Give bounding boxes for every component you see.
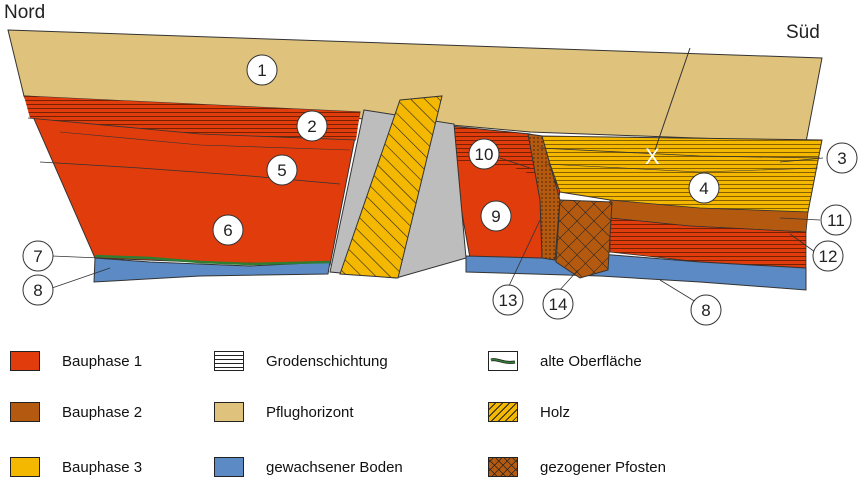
callout-number: 5 xyxy=(277,161,286,180)
legend-swatch-bauphase-3 xyxy=(10,457,40,477)
direction-south-label: Süd xyxy=(786,22,820,43)
callout-14: 14 xyxy=(542,288,574,320)
alte-oberflaeche-line xyxy=(94,254,331,266)
callout-number: 11 xyxy=(827,211,845,230)
legend-item-bauphase-2: Bauphase 2 xyxy=(10,401,142,423)
callout-13: 13 xyxy=(492,284,524,316)
legend-swatch-bauphase-2 xyxy=(10,402,40,422)
legend-swatch-holz xyxy=(488,402,518,422)
post-holz xyxy=(339,95,443,279)
legend-item-holz: Holz xyxy=(488,401,570,423)
legend-label: Pflughorizont xyxy=(266,403,354,421)
legend-item-alte-oberflaeche: alte Oberfläche xyxy=(488,350,642,372)
legend-item-pflughorizont: Pflughorizont xyxy=(214,401,354,423)
green-line-icon xyxy=(490,358,516,364)
callout-number: 7 xyxy=(33,247,42,266)
legend-label: Holz xyxy=(540,403,571,421)
callout-4: 4 xyxy=(688,172,720,204)
callout-number: 9 xyxy=(491,207,500,226)
callout-10: 10 xyxy=(468,138,500,170)
pit-fill-13 xyxy=(527,133,561,261)
legend-item-grodenschichtung: Grodenschichtung xyxy=(214,350,388,372)
post-gezogen-14 xyxy=(555,199,613,279)
callout-number: 8 xyxy=(701,301,710,320)
callout-6: 6 xyxy=(212,214,244,246)
legend-label: alte Oberfläche xyxy=(540,352,642,370)
callout-number: 4 xyxy=(699,179,708,198)
legend-label: Bauphase 2 xyxy=(62,403,143,421)
callout-8: 8 xyxy=(690,294,722,326)
direction-north-label: Nord xyxy=(4,2,46,23)
legend-item-gezogener-pfosten: gezogener Pfosten xyxy=(488,456,666,478)
callout-number: 8 xyxy=(33,281,42,300)
marker-x: X xyxy=(645,144,660,169)
callout-1: 1 xyxy=(246,54,278,86)
callout-number: 14 xyxy=(549,295,568,314)
callout-number: 13 xyxy=(499,291,518,310)
callout-3: 3 xyxy=(826,142,858,174)
callout-11: 11 xyxy=(820,204,852,236)
legend-item-bauphase-1: Bauphase 1 xyxy=(10,350,142,372)
legend-item-bauphase-3: Bauphase 3 xyxy=(10,456,142,478)
legend-swatch-grodenschichtung xyxy=(214,351,244,371)
legend-swatch-pflughorizont xyxy=(214,402,244,422)
legend-label: Bauphase 1 xyxy=(62,352,143,370)
callout-9: 9 xyxy=(480,200,512,232)
callout-number: 2 xyxy=(307,117,316,136)
legend-swatch-gezogener-pfosten xyxy=(488,457,518,477)
callout-number: 1 xyxy=(257,61,266,80)
callout-12: 12 xyxy=(812,240,844,272)
legend-swatch-alte-oberflaeche xyxy=(488,351,518,371)
legend-swatch-gewachsener-boden xyxy=(214,457,244,477)
callout-2: 2 xyxy=(296,110,328,142)
callout-number: 10 xyxy=(475,145,494,164)
callout-number: 6 xyxy=(223,221,232,240)
callout-8: 8 xyxy=(22,274,54,306)
legend-item-gewachsener-boden: gewachsener Boden xyxy=(214,456,403,478)
legend-label: gewachsener Boden xyxy=(266,458,403,476)
callout-number: 3 xyxy=(837,149,846,168)
callout-number: 12 xyxy=(819,247,838,266)
legend-label: gezogener Pfosten xyxy=(540,458,666,476)
layer-gewachsener-boden-left xyxy=(93,257,331,283)
legend-label: Bauphase 3 xyxy=(62,458,143,476)
legend-label: Grodenschichtung xyxy=(266,352,388,370)
callout-7: 7 xyxy=(22,240,54,272)
callout-5: 5 xyxy=(266,154,298,186)
legend-swatch-bauphase-1 xyxy=(10,351,40,371)
